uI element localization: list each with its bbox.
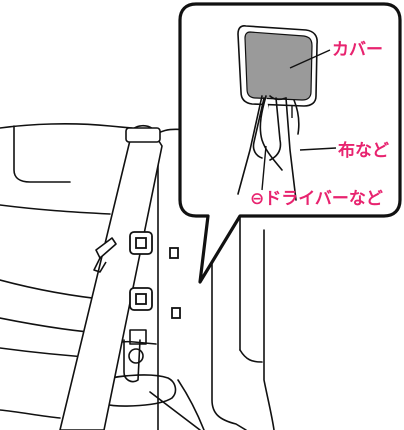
screwdriver-with-cloth <box>237 95 300 201</box>
label-screwdriver: ⊖ドライバーなど <box>250 189 383 209</box>
label-cloth: 布など <box>338 141 389 161</box>
pillar-buttons <box>129 231 181 319</box>
cover <box>237 25 318 118</box>
seat-belt <box>59 124 163 430</box>
label-cover: カバー <box>332 40 383 60</box>
leader-lines <box>261 49 337 191</box>
